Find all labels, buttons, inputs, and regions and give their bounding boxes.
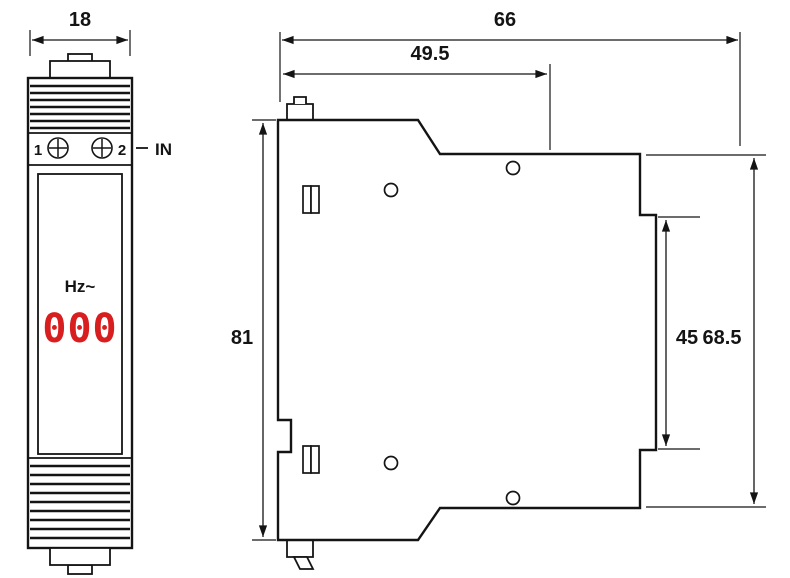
side-total-width-dimension: 66 (279, 9, 741, 146)
bottom-mounting-tab (49, 547, 111, 566)
dim-label-45: 45 (676, 327, 698, 349)
display-unit-label: Hz~ (65, 277, 96, 296)
body-height-dimension: 68.5 (646, 154, 766, 508)
terminal-slot-upper (302, 185, 320, 214)
rail-release-lever (292, 556, 315, 570)
side-top-clip-notch (293, 96, 307, 104)
front-width-dimension: 18 (29, 9, 131, 56)
top-mounting-tab (49, 60, 111, 79)
screw-hole (383, 455, 399, 471)
in-label: IN (155, 140, 172, 159)
vent-stripes-top (30, 84, 130, 130)
dim-label-68-5: 68.5 (703, 327, 742, 349)
side-view: 66 49.5 81 (231, 9, 766, 570)
terminal-screw-icon (91, 137, 113, 159)
side-bottom-clip-tab (286, 540, 314, 558)
front-view: 18 1 (26, 9, 172, 575)
side-total-height-dimension: 81 (231, 119, 276, 541)
seven-segment-display: 000 (42, 306, 117, 352)
display-window-frame (37, 173, 123, 455)
screw-hole (505, 490, 521, 506)
terminal-band: 1 2 (28, 132, 132, 166)
dim-label-66: 66 (494, 9, 516, 31)
screw-hole (383, 182, 399, 198)
side-profile-outline (276, 118, 658, 542)
terminal-slot-lower (302, 445, 320, 474)
terminal-1-label: 1 (34, 142, 42, 159)
side-upper-width-dimension: 49.5 (283, 43, 551, 150)
dim-label-81: 81 (231, 327, 253, 349)
display-window: Hz~ 000 (37, 173, 123, 455)
side-top-clip-tab (286, 103, 314, 120)
dim-label-49-5: 49.5 (411, 43, 450, 65)
screw-hole (505, 160, 521, 176)
panel-height-dimension: 45 (658, 216, 700, 450)
input-callout: IN (136, 140, 172, 159)
bottom-tab-notch (67, 564, 93, 575)
dim-label-18: 18 (69, 9, 91, 31)
vent-stripes-bottom (30, 464, 130, 540)
terminal-2-label: 2 (118, 142, 126, 159)
terminal-screw-icon (47, 137, 69, 159)
